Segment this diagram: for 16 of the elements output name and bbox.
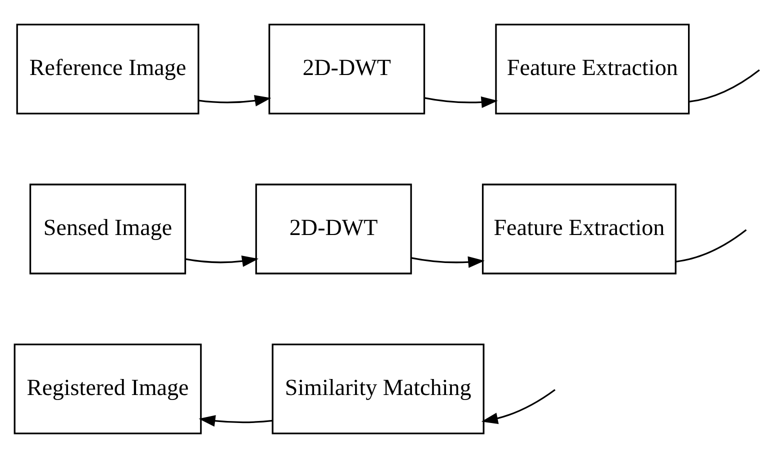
connector bbox=[688, 68, 760, 102]
node-box: Feature Extraction bbox=[495, 23, 690, 114]
node-box: 2D-DWT bbox=[268, 23, 426, 114]
arrow bbox=[198, 94, 272, 106]
node-box: Sensed Image bbox=[29, 183, 186, 274]
arrow bbox=[185, 254, 258, 266]
node-box: Reference Image bbox=[16, 23, 200, 114]
node-box: 2D-DWT bbox=[255, 183, 412, 274]
arrow bbox=[198, 414, 272, 426]
arrow bbox=[411, 256, 485, 268]
node-box: Similarity Matching bbox=[272, 343, 484, 434]
arrow bbox=[481, 388, 556, 424]
arrow bbox=[424, 96, 498, 108]
node-box: Registered Image bbox=[14, 343, 202, 434]
connector bbox=[676, 228, 747, 262]
node-box: Feature Extraction bbox=[482, 183, 676, 274]
